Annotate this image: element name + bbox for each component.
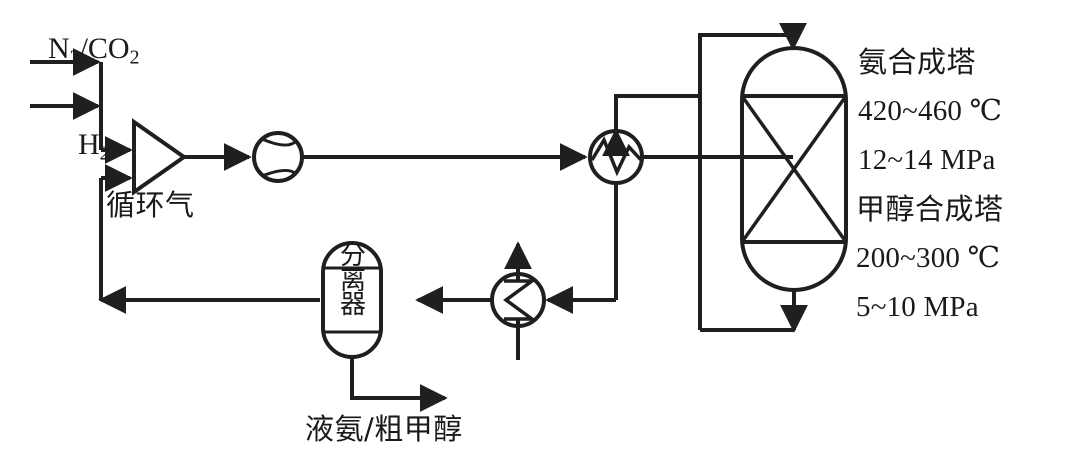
feed-label-slash: /: [79, 32, 88, 65]
feed-label-co: CO: [87, 32, 130, 65]
exchanger-top-inlet: [602, 94, 700, 157]
cooler-zigzag: [503, 279, 538, 321]
reactor-body: [740, 46, 848, 292]
ammonia-reactor-pressure: 12~14 MPa: [858, 144, 996, 176]
methanol-reactor-pressure: 5~10 MPa: [856, 291, 979, 323]
separator-label-char-3: 器: [339, 290, 366, 321]
exchanger-to-reactor-top: [698, 22, 807, 157]
methanol-reactor-temperature: 200~300 ℃: [856, 242, 1001, 274]
feed-label-h: H: [78, 128, 100, 161]
feed-label-n-sub: 2: [69, 46, 80, 69]
heat-exchanger-body: [588, 129, 644, 185]
feed-label-h2: H2: [48, 100, 110, 194]
feed-label-n: N: [48, 32, 70, 65]
feed-label-co-sub: 2: [129, 46, 140, 69]
product-outlet-label: 液氨/粗甲醇: [305, 412, 463, 446]
feed-label-h-sub: 2: [99, 142, 110, 165]
pump-vane-upper: [261, 137, 298, 147]
ammonia-reactor-temperature: 420~460 ℃: [858, 95, 1003, 127]
compressor-triangle-body: [132, 118, 188, 196]
ammonia-reactor-title: 氨合成塔: [858, 45, 977, 79]
separator-label: 分 离 器: [337, 241, 369, 321]
methanol-reactor-title: 甲醇合成塔: [856, 192, 1004, 226]
separator-label-char-1: 分: [339, 241, 366, 271]
pump-vane-lower: [261, 169, 298, 178]
separator-body: [321, 241, 383, 359]
product-outlet-line: [350, 357, 448, 412]
feed-label-n2-co2: N2/CO2: [18, 4, 139, 98]
heat-exchanger-zigzag: [590, 136, 643, 177]
separator-label-char-2: 离: [339, 265, 366, 296]
recycle-gas-label: 循环气: [106, 188, 195, 222]
reactor-internal-diagonal-b: [740, 94, 848, 244]
